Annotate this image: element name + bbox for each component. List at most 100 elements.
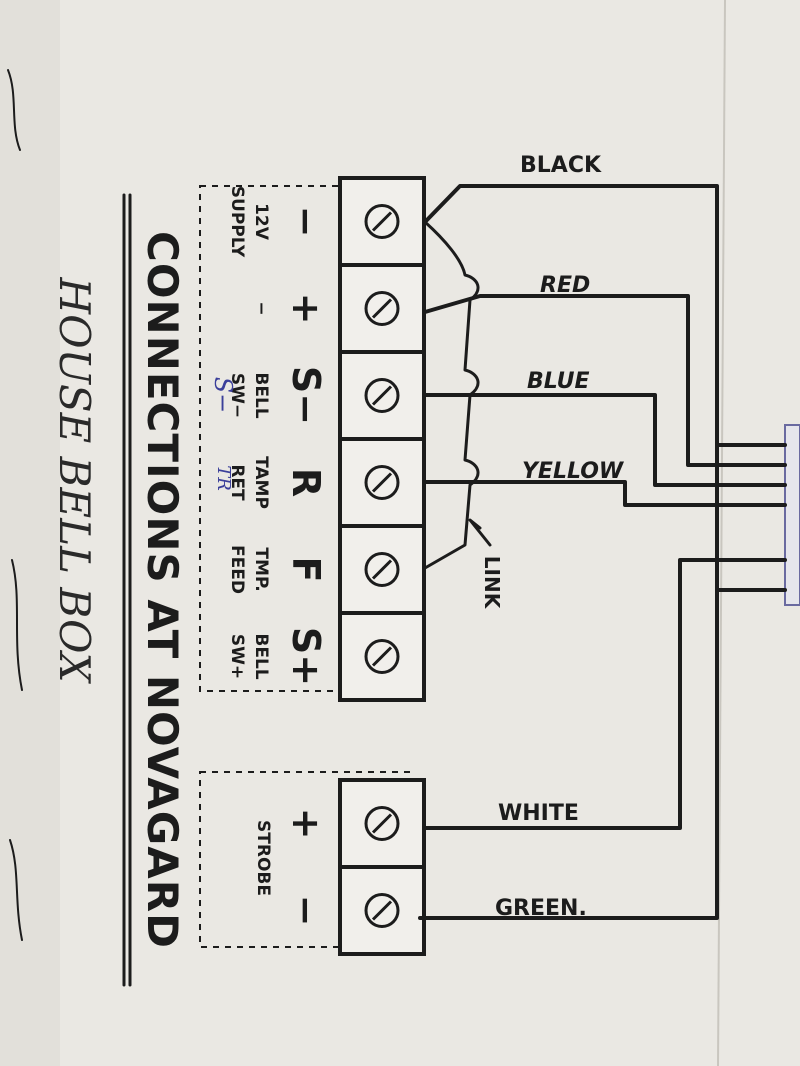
- terminal-cell: [338, 176, 426, 267]
- terminal-label-group: BELL: [251, 633, 271, 679]
- link-label: LINK: [480, 556, 504, 610]
- wire-label-green: GREEN.: [495, 896, 587, 921]
- main-terminal: F TMP.FEED: [227, 524, 426, 615]
- wire-blue: [423, 393, 787, 487]
- main-block-outline: [199, 185, 411, 692]
- screw-slot-icon: [371, 385, 393, 406]
- main-terminal-block: −12VSUPPLY+−S−BELLSW−RTAMPRETFTMP.FEEDS+…: [227, 176, 426, 702]
- wire-red: [423, 294, 787, 467]
- terminal-label-group: BELL: [251, 372, 271, 418]
- screw-icon: [364, 552, 400, 587]
- terminal-cell: [338, 611, 426, 702]
- terminal-symbol: −: [284, 206, 328, 238]
- terminal-symbol: S+: [284, 627, 328, 686]
- terminal-symbol: +: [284, 808, 328, 840]
- terminal-label: SW−: [227, 373, 247, 418]
- terminal-symbol-group: S+: [284, 627, 328, 686]
- wire-black: [418, 184, 719, 920]
- wire-label-blue: BLUE: [527, 369, 589, 394]
- screw-icon: [364, 291, 400, 326]
- terminal-symbol-group: R: [284, 468, 328, 497]
- title-group: CONNECTIONS AT NOVAGARD: [138, 231, 187, 949]
- screw-slot-icon: [371, 211, 393, 232]
- screw-icon: [364, 639, 400, 674]
- terminal-label-group: RET: [227, 464, 247, 501]
- wire-label-white: WHITE: [498, 801, 579, 826]
- terminal-label: 12V: [251, 203, 271, 241]
- link-jumper: [423, 220, 480, 570]
- screw-slot-icon: [371, 559, 393, 580]
- wire-label-red: RED: [540, 273, 590, 298]
- terminal-symbol: −: [284, 895, 328, 927]
- screw-icon: [364, 378, 400, 413]
- screw-slot-icon: [371, 472, 393, 493]
- link-arrow: [468, 518, 492, 547]
- link-label-group: LINK: [480, 556, 504, 610]
- strobe-label-group: STROBE: [253, 820, 273, 896]
- terminal-label-group: 12V: [251, 203, 271, 241]
- strobe-terminal: −: [284, 865, 426, 956]
- wire-label-black: BLACK: [520, 153, 602, 178]
- paper-fold: [717, 0, 726, 1066]
- terminal-label-group: TMP.: [251, 547, 271, 591]
- terminal-label-group: SUPPLY: [227, 186, 247, 258]
- terminal-label: SW+: [227, 634, 247, 679]
- terminal-symbol: +: [284, 293, 328, 325]
- screw-slot-icon: [371, 298, 393, 319]
- terminal-label-group: FEED: [227, 545, 247, 594]
- screw-icon: [364, 806, 400, 841]
- terminal-symbol: F: [284, 557, 328, 583]
- diagram-subtitle: HOUSE BELL BOX: [50, 276, 99, 684]
- terminal-label: TAMP: [251, 456, 271, 509]
- pencil-scribble: [7, 69, 21, 151]
- strobe-terminal-block: +−: [284, 778, 426, 956]
- subtitle-group: HOUSE BELL BOX: [50, 276, 99, 684]
- pencil-scribble: [11, 559, 23, 691]
- pencil-scribble: [9, 839, 23, 941]
- terminal-symbol: S−: [284, 366, 328, 425]
- strobe-terminal: +: [284, 778, 426, 869]
- terminal-label: RET: [227, 464, 247, 501]
- wire-yellow: [423, 480, 787, 507]
- wiring: [418, 184, 787, 920]
- main-terminal: +−: [251, 263, 426, 354]
- next-sheet-edge: [784, 424, 800, 606]
- terminal-label: BELL: [251, 372, 271, 418]
- terminal-label: FEED: [227, 545, 247, 594]
- terminal-symbol-group: +: [284, 293, 328, 325]
- screw-icon: [364, 893, 400, 928]
- terminal-symbol-group: −: [284, 895, 328, 927]
- terminal-symbol-group: F: [284, 557, 328, 583]
- terminal-label: BELL: [251, 633, 271, 679]
- terminal-label-group: SW+: [227, 634, 247, 679]
- terminal-label-group: −: [251, 301, 271, 315]
- terminal-cell: [338, 350, 426, 441]
- terminal-label: TMP.: [251, 547, 271, 591]
- diagram-title: CONNECTIONS AT NOVAGARD: [138, 231, 187, 949]
- terminal-label: SUPPLY: [227, 186, 247, 258]
- terminal-symbol-group: +: [284, 808, 328, 840]
- annotation-tr-group: TR: [213, 465, 234, 491]
- terminal-label-group: TAMP: [251, 456, 271, 509]
- screw-icon: [364, 204, 400, 239]
- strobe-label: STROBE: [253, 820, 273, 896]
- terminal-symbol: R: [284, 468, 328, 497]
- paper-left-edge: [0, 0, 60, 1066]
- annotation-tr: TR: [213, 465, 234, 491]
- screw-slot-icon: [371, 646, 393, 667]
- screw-slot-icon: [371, 900, 393, 921]
- terminal-symbol-group: −: [284, 206, 328, 238]
- wire-white: [423, 558, 787, 830]
- screw-icon: [364, 465, 400, 500]
- wire-label-yellow: YELLOW: [522, 459, 625, 484]
- annotation-s-minus: S−: [209, 377, 237, 414]
- annotation-s-minus-group: S−: [209, 377, 237, 414]
- screw-slot-icon: [371, 813, 393, 834]
- terminal-label-group: SW−: [227, 373, 247, 418]
- terminal-symbol-group: S−: [284, 366, 328, 425]
